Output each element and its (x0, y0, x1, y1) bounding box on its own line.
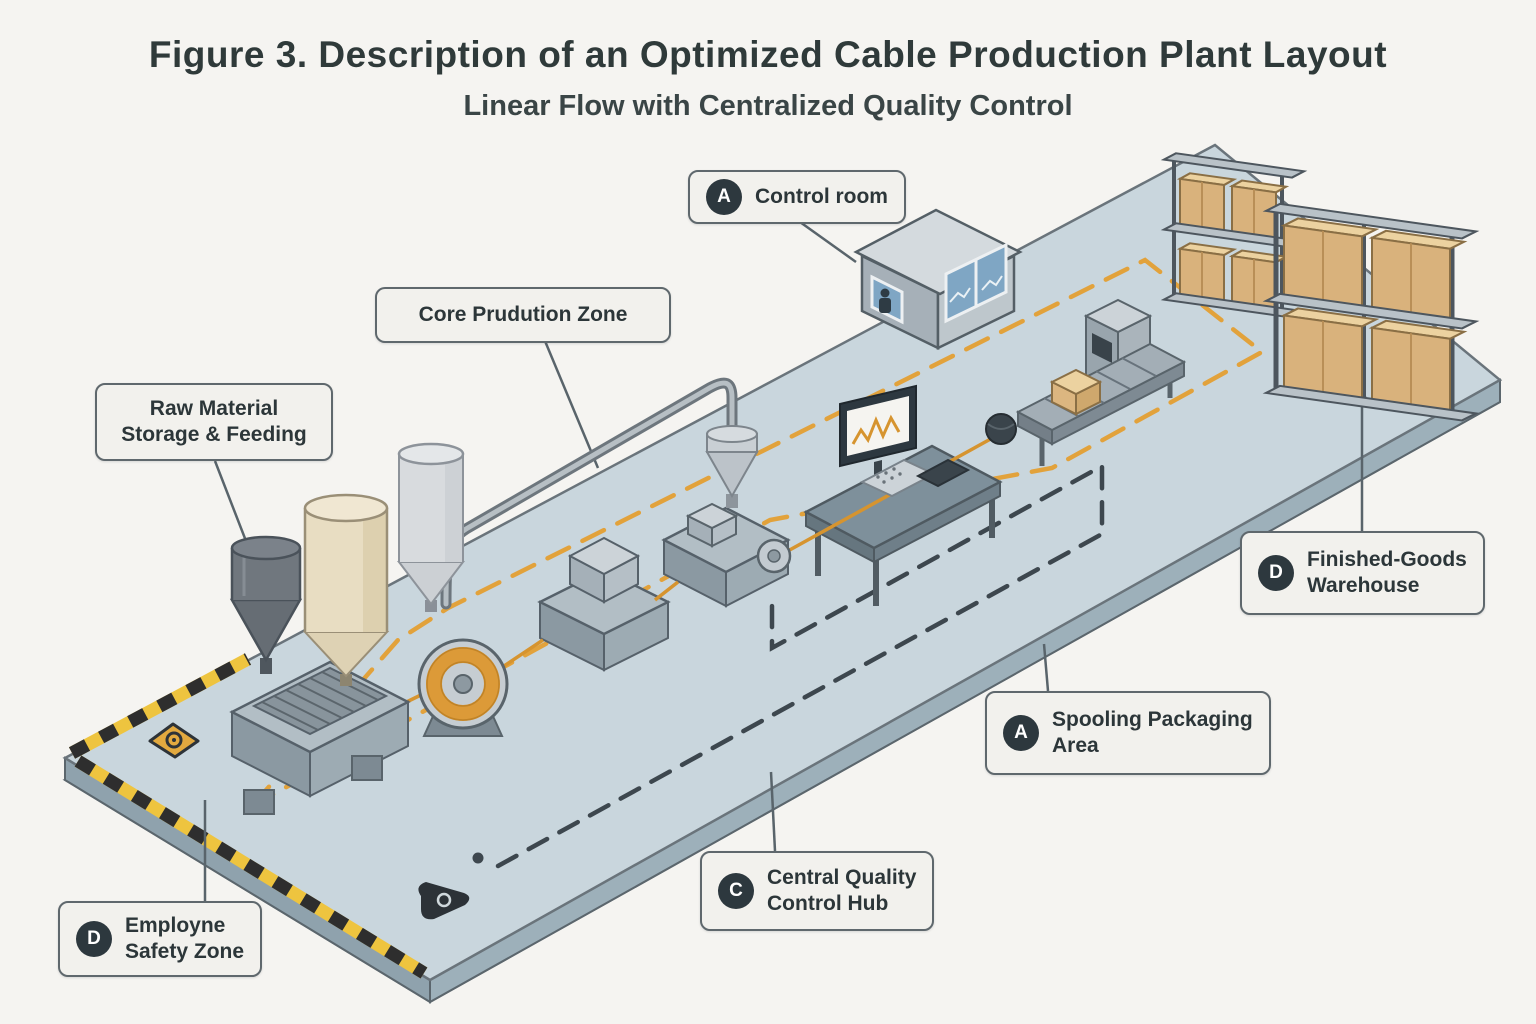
callout-raw-material-line2: Storage & Feeding (121, 423, 307, 446)
figure-title: Figure 3. Description of an Optimized Ca… (148, 34, 1388, 75)
raw-material-funnel (229, 535, 303, 674)
takeup-spool (985, 413, 1017, 445)
callout-control-room: A Control room (688, 170, 906, 224)
callout-finished-goods-line2: Warehouse (1307, 574, 1420, 597)
storage-rack-large (1262, 202, 1480, 422)
camera-floor-icon (148, 722, 200, 759)
figure-subtitle: Linear Flow with Centralized Quality Con… (463, 90, 1073, 122)
extruder-machine (229, 660, 411, 815)
control-room-window (870, 274, 904, 325)
control-room-screens (944, 242, 1008, 324)
badge-d-icon: D (1258, 555, 1294, 591)
leader-control-room (799, 220, 857, 264)
callout-finished-goods-warehouse: D Finished-Goods Warehouse (1240, 531, 1485, 615)
callout-raw-material-line1: Raw Material (149, 396, 279, 420)
leader-core-production (543, 340, 600, 469)
callout-finished-goods-line1: Finished-Goods (1307, 547, 1467, 571)
marker-floor-icon (418, 882, 470, 920)
callout-spooling-line1: Spooling Packaging (1052, 707, 1253, 731)
control-room-building (853, 208, 1023, 350)
leader-spooling (1042, 643, 1050, 692)
hopper (705, 425, 759, 508)
callout-central-quality-hub: C Central Quality Control Hub (700, 851, 935, 931)
callout-core-production-zone: Core Prudution Zone (375, 287, 671, 343)
machine-extrusion-head-1 (537, 536, 671, 672)
callout-employee-safety-zone: D Employne Safety Zone (58, 901, 263, 977)
cable-spool (417, 638, 509, 737)
callout-central-quality-line2: Control Hub (767, 892, 889, 915)
callout-spooling-line2: Area (1052, 734, 1099, 757)
monitor (839, 384, 917, 480)
qc-route-path (472, 462, 1105, 869)
control-pad (915, 458, 971, 488)
callout-central-quality-line1: Central Quality (767, 865, 917, 889)
callout-raw-material-storage: Raw Material Storage & Feeding (95, 383, 333, 461)
leader-central-quality (769, 771, 777, 852)
badge-d-icon: D (76, 921, 112, 957)
leader-lines (203, 220, 1367, 901)
hazard-stripe (68, 653, 428, 979)
callout-control-room-label: Control room (755, 184, 888, 208)
callout-employee-safety-line1: Employne (125, 913, 226, 937)
callout-employee-safety-line2: Safety Zone (125, 940, 245, 963)
callout-spooling-packaging-area: A Spooling Packaging Area (985, 691, 1271, 775)
silo-gray (396, 442, 466, 612)
callout-core-production-label: Core Prudution Zone (418, 302, 628, 326)
carton-box (1176, 242, 1290, 314)
badge-a-icon: A (706, 179, 742, 215)
carton-box (1049, 368, 1103, 416)
silo-cream (302, 493, 390, 686)
carton-box (1280, 307, 1468, 412)
badge-c-icon: C (718, 873, 754, 909)
carton-box (1280, 217, 1468, 322)
badge-a-icon: A (1003, 715, 1039, 751)
machine-extrusion-head-2 (661, 502, 792, 608)
